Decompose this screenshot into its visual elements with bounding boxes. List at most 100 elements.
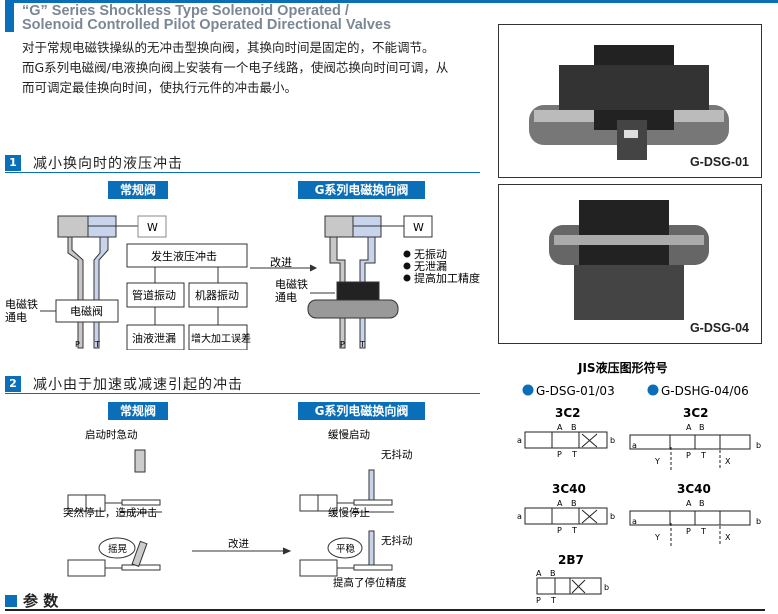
port-p: P: [340, 340, 345, 349]
title-line-1: “G” Series Shockless Type Solenoid Opera…: [22, 3, 349, 19]
valve-image: [549, 200, 709, 320]
port-B: B: [571, 499, 577, 508]
section-title: 减小由于加速或减速引起的冲击: [33, 377, 243, 393]
load-box: [137, 215, 167, 238]
slow-stop-label: 缓慢停止: [328, 506, 370, 519]
jis-symbols: JIS液压图形符号 G-DSG-01/03 G-DSHG-04/06 3C2 3…: [517, 360, 761, 605]
port-Y: Y: [654, 533, 660, 542]
section-2-header: 2 减小由于加速或减速引起的冲击: [5, 374, 480, 394]
valve-image: [529, 45, 729, 160]
sway-label: 摇晃: [108, 543, 128, 555]
energize-label: 通电: [275, 291, 297, 304]
port-B: B: [550, 569, 556, 578]
intro-line: 而G系列电磁阀/电液换向阀上安装有一个电子线路，使阀芯换向时间可调，从: [22, 60, 449, 75]
section-number: 1: [5, 155, 21, 171]
title-line-2: Solenoid Controlled Pilot Operated Direc…: [22, 17, 392, 33]
jis-title: JIS液压图形符号: [577, 360, 668, 375]
port-b: b: [610, 512, 615, 521]
benefit-precision: 提高加工精度: [414, 271, 480, 285]
no-shake-label: 无抖动: [381, 534, 413, 547]
port-b: b: [604, 583, 609, 592]
port-T: T: [700, 527, 706, 536]
photo-g-dsg-04: G-DSG-04: [498, 184, 762, 344]
port-A: A: [686, 499, 692, 508]
diagram-acceleration-shock: 启动时急动 突然停止，造成冲击 摇晃 改进 缓慢启动 无抖动 缓慢停止 平稳 无…: [63, 428, 413, 589]
improve-label: 改进: [270, 255, 292, 269]
photo-label: G-DSG-04: [689, 321, 749, 335]
conventional-tag: 常规阀: [108, 402, 168, 420]
port-T: T: [550, 596, 556, 605]
energize-label: 通电: [5, 311, 27, 324]
diagram-hydraulic-shock: W W 发生液压冲击 管道振动 机器振动 油液泄漏 增大加工误差 电磁阀 电磁铁…: [5, 215, 480, 350]
flow-machining-error: 增大加工误差: [191, 332, 251, 345]
section-title: 减小换向时的液压冲击: [33, 156, 183, 172]
port-b: b: [756, 517, 761, 526]
sudden-stop-label: 突然停止，造成冲击: [63, 506, 158, 519]
load-label: W: [147, 221, 158, 234]
photo-label: G-DSG-01: [689, 155, 749, 169]
symbol-3c40-label: 3C40: [677, 482, 711, 496]
intro-line: 而可调定最佳换向时间，使执行元件的冲击最小。: [22, 80, 298, 95]
port-p: P: [75, 340, 80, 349]
port-A: A: [686, 423, 692, 432]
g-series-tag: G系列电磁换向阀: [298, 181, 425, 199]
energize-label: 电磁铁: [275, 278, 308, 291]
improve-label: 改进: [228, 537, 249, 550]
title-accent: [5, 0, 14, 32]
page-title: “G” Series Shockless Type Solenoid Opera…: [22, 3, 392, 33]
port-b: b: [610, 436, 615, 445]
port-B: B: [699, 423, 705, 432]
energize-label: 电磁铁: [5, 298, 38, 311]
load-box: [403, 215, 433, 238]
solenoid-valve-label: 电磁阀: [70, 304, 103, 318]
port-a: a: [517, 436, 522, 445]
params-title: 参 数: [23, 592, 59, 610]
benefit-no-vibration: 无振动: [414, 247, 447, 261]
port-T: T: [571, 526, 577, 535]
load-label: W: [413, 221, 424, 234]
section-number: 2: [5, 376, 21, 392]
flow-pipe-vibration: 管道振动: [132, 288, 176, 302]
flow-hydraulic-shock: 发生液压冲击: [151, 249, 217, 263]
g-series-tag: G系列电磁换向阀: [298, 402, 425, 420]
port-X: X: [725, 457, 731, 466]
benefit-no-leak: 无泄漏: [414, 260, 447, 273]
port-A: A: [557, 499, 563, 508]
symbol-3c40-label: 3C40: [552, 482, 586, 496]
port-A: A: [536, 569, 542, 578]
group-g-dshg: G-DSHG-04/06: [661, 384, 749, 398]
conventional-tag: 常规阀: [108, 181, 168, 199]
stable-label: 平稳: [336, 543, 356, 555]
port-P: P: [557, 526, 562, 535]
port-b: b: [756, 441, 761, 450]
photo-g-dsg-01: G-DSG-01: [498, 24, 762, 178]
params-heading: 参 数: [5, 590, 58, 611]
slow-start-label: 缓慢启动: [328, 428, 370, 441]
port-P: P: [536, 596, 541, 605]
flow-oil-leak: 油液泄漏: [132, 331, 176, 345]
port-t: T: [94, 340, 100, 349]
top-bar: [14, 0, 778, 3]
group-g-dsg: G-DSG-01/03: [536, 384, 615, 398]
port-P: P: [557, 450, 562, 459]
square-bullet-icon: [5, 595, 17, 607]
flow-machine-vibration: 机器振动: [195, 288, 239, 302]
port-A: A: [557, 423, 563, 432]
divider: [5, 609, 765, 611]
symbol-3c2-label: 3C2: [683, 406, 709, 420]
section-1-header: 1 减小换向时的液压冲击: [5, 153, 480, 173]
port-a: a: [632, 441, 637, 450]
intro-line: 对于常规电磁铁操纵的无冲击型换向阀，其换向时间是固定的，不能调节。: [22, 40, 435, 55]
port-Y: Y: [654, 457, 660, 466]
start-jerk-label: 启动时急动: [85, 428, 138, 441]
intro-text: 对于常规电磁铁操纵的无冲击型换向阀，其换向时间是固定的，不能调节。 而G系列电磁…: [22, 38, 448, 98]
port-a: a: [632, 517, 637, 526]
port-t: T: [359, 340, 365, 349]
symbol-3c2-label: 3C2: [555, 406, 581, 420]
port-B: B: [571, 423, 577, 432]
port-X: X: [725, 533, 731, 542]
precision-label: 提高了停位精度: [333, 576, 407, 589]
symbol-2b7-label: 2B7: [558, 553, 584, 567]
port-T: T: [700, 451, 706, 460]
port-P: P: [686, 527, 691, 536]
